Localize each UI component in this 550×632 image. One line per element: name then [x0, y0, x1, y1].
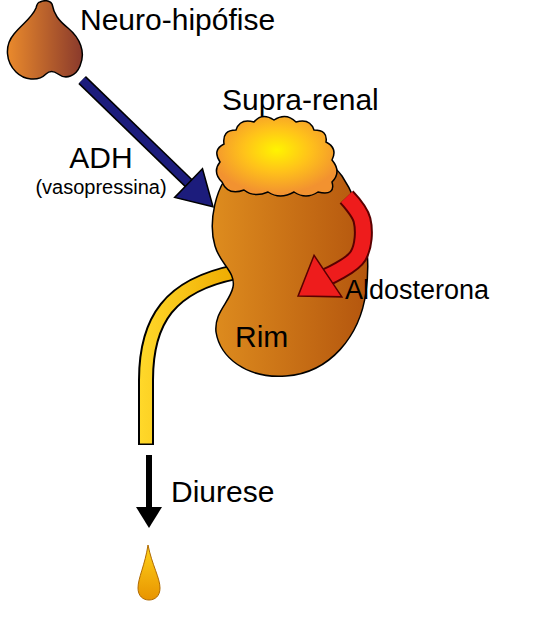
- node-label: Neuro-hipófise: [80, 3, 295, 38]
- gland-node: Supra-renal: [212, 80, 392, 197]
- node-label: Rim: [235, 320, 325, 355]
- node-label: Supra-renal: [222, 83, 390, 118]
- edge-label: Aldosterona: [345, 275, 515, 306]
- gland-node: Neuro-hipófise: [0, 0, 295, 80]
- arrow-head: [175, 169, 213, 207]
- ureter-tube: [146, 272, 236, 445]
- arrow-shaft: [326, 197, 363, 277]
- urine-arrow: [136, 455, 162, 528]
- output-label: Diurese: [171, 475, 301, 510]
- edge-label: ADH (vasopressina): [26, 141, 176, 199]
- arrow-head: [298, 255, 342, 297]
- pituitary-shape: [7, 1, 82, 79]
- kidney-shape: [212, 152, 367, 376]
- arrow-outline: [326, 197, 363, 277]
- adrenal-shape: [216, 116, 337, 196]
- urine-drop: [138, 545, 160, 600]
